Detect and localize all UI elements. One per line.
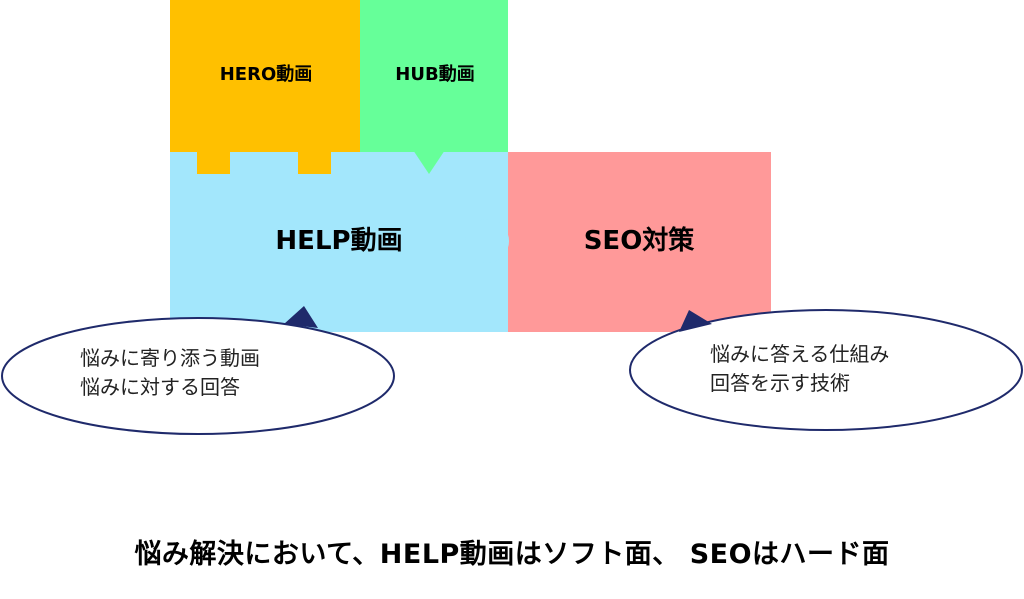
diagram-caption: 悩み解決において、HELP動画はソフト面、 SEOはハード面 — [134, 539, 890, 570]
seo-callout-line-2: 回答を示す技術 — [710, 371, 850, 395]
hero-tab-right — [298, 150, 331, 174]
hub-tab — [413, 150, 445, 174]
hub-label: HUB動画 — [395, 63, 474, 85]
help-callout-line-1: 悩みに寄り添う動画 — [80, 346, 260, 370]
seo-callout-ellipse — [629, 309, 1023, 431]
hub-piece — [360, 0, 508, 152]
help-label: HELP動画 — [275, 226, 402, 256]
seo-label: SEO対策 — [584, 225, 695, 256]
hero-label: HERO動画 — [220, 63, 313, 85]
help-callout-line-2: 悩みに対する回答 — [80, 375, 240, 399]
help-callout: 悩みに寄り添う動画 悩みに対する回答 — [1, 306, 395, 435]
help-callout-ellipse — [1, 317, 395, 435]
hero-piece — [170, 0, 360, 152]
seo-callout-line-1: 悩みに答える仕組み — [710, 342, 889, 366]
seo-piece — [508, 152, 771, 332]
seo-callout-pointer — [679, 310, 712, 332]
hero-tab-left — [197, 150, 230, 174]
help-piece — [170, 152, 509, 332]
help-callout-pointer — [284, 306, 318, 328]
seo-callout: 悩みに答える仕組み 回答を示す技術 — [629, 309, 1023, 431]
